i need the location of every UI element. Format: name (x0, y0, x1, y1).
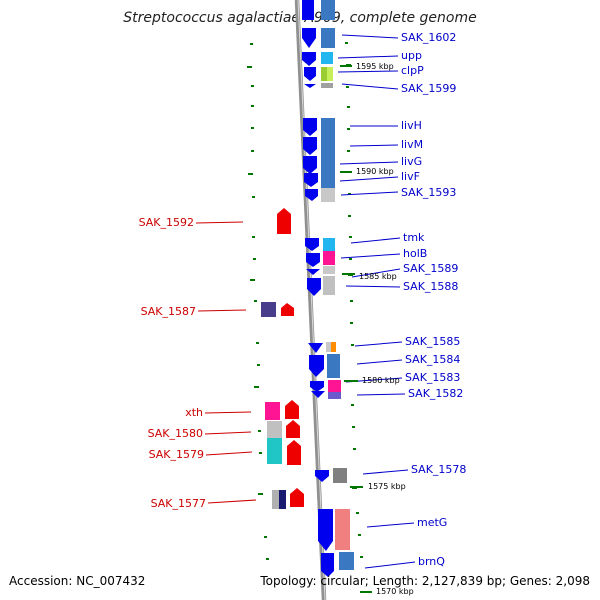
kbp-ticks: 1595 kbp 1590 kbp 1585 kbp 1580 kbp 1575… (340, 62, 414, 596)
tick-label: 1570 kbp (376, 587, 414, 596)
reverse-gene-labels: SAK_1592 SAK_1587 xth SAK_1580 SAK_1579 … (139, 216, 206, 510)
forward-gene-arrows (302, 0, 334, 577)
genome-summary-text: Topology: circular; Length: 2,127,839 bp… (260, 574, 590, 588)
gene-label-sak-1589[interactable]: SAK_1589 (403, 262, 458, 275)
gene-label-sak-1584[interactable]: SAK_1584 (405, 353, 460, 366)
forward-leader-lines (337, 34, 416, 569)
gene-label-sak-1582[interactable]: SAK_1582 (408, 387, 463, 400)
tick-label: 1595 kbp (356, 62, 394, 71)
gene-label-sak-1580[interactable]: SAK_1580 (148, 427, 203, 440)
gene-label-brnq[interactable]: brnQ (418, 555, 445, 568)
gene-label-livf[interactable]: livF (401, 170, 420, 183)
gene-label-sak-1593[interactable]: SAK_1593 (401, 186, 456, 199)
gene-label-sak-1592[interactable]: SAK_1592 (139, 216, 194, 229)
gene-label-sak-1588[interactable]: SAK_1588 (403, 280, 458, 293)
tick-label: 1585 kbp (359, 272, 397, 281)
reverse-leader-lines (195, 221, 257, 504)
gene-label-sak-1583[interactable]: SAK_1583 (405, 371, 460, 384)
gene-label-metg[interactable]: metG (417, 516, 447, 529)
tick-label: 1590 kbp (356, 167, 394, 176)
gene-label-holb[interactable]: holB (403, 247, 427, 260)
forward-gene-labels: SAK_1602 upp clpP SAK_1599 livH livM liv… (401, 31, 466, 568)
gene-label-livm[interactable]: livM (401, 138, 423, 151)
gene-label-sak-1579[interactable]: SAK_1579 (149, 448, 204, 461)
gene-label-sak-1578[interactable]: SAK_1578 (411, 463, 466, 476)
reverse-gene-arrows (277, 208, 304, 507)
gene-label-sak-1587[interactable]: SAK_1587 (141, 305, 196, 318)
cog-color-boxes (261, 0, 354, 570)
tick-label: 1575 kbp (368, 482, 406, 491)
guide-dots-right (345, 42, 363, 558)
gene-label-livg[interactable]: livG (401, 155, 422, 168)
gene-label-xth[interactable]: xth (185, 406, 203, 419)
guide-dots-left (247, 43, 269, 560)
gene-label-sak-1577[interactable]: SAK_1577 (151, 497, 206, 510)
genome-backbone (294, 0, 327, 600)
gene-label-sak-1599[interactable]: SAK_1599 (401, 82, 456, 95)
gene-label-sak-1602[interactable]: SAK_1602 (401, 31, 456, 44)
accession-text: Accession: NC_007432 (9, 574, 146, 588)
tick-label: 1580 kbp (362, 376, 400, 385)
gene-label-tmk[interactable]: tmk (403, 231, 425, 244)
gene-label-clpp[interactable]: clpP (401, 64, 424, 77)
gene-label-upp[interactable]: upp (401, 49, 422, 62)
gene-label-livh[interactable]: livH (401, 119, 422, 132)
gene-label-sak-1585[interactable]: SAK_1585 (405, 335, 460, 348)
